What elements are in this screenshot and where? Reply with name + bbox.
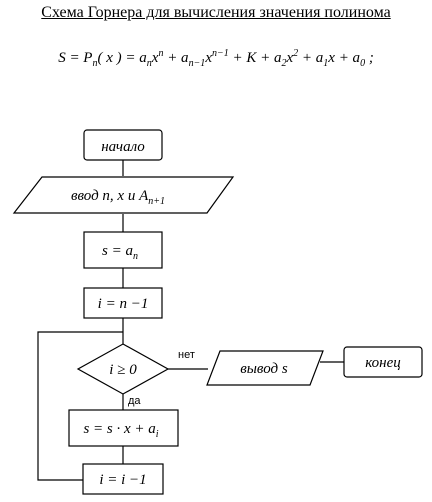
start-terminal bbox=[83, 129, 163, 161]
assign-s-label: s = an bbox=[102, 243, 138, 262]
flow-connectors bbox=[37, 160, 344, 481]
loop-back-connector bbox=[37, 331, 123, 481]
no-branch-label: нет bbox=[178, 349, 195, 361]
input-label: ввод n, x и An+1 bbox=[71, 188, 165, 207]
horner-formula: S = Pn( x ) = anxn + an−1xn−1 + K + a2x2… bbox=[58, 48, 374, 69]
output-label: вывод s bbox=[240, 361, 288, 377]
output-parallelogram bbox=[206, 350, 324, 386]
decrement-i-box bbox=[82, 463, 164, 495]
page-title: Схема Горнера для вычисления значения по… bbox=[41, 4, 391, 21]
start-label: начало bbox=[101, 139, 145, 155]
input-parallelogram bbox=[12, 176, 235, 214]
init-i-box bbox=[83, 287, 163, 319]
condition-label: i ≥ 0 bbox=[109, 362, 137, 378]
yes-branch-label: да bbox=[128, 395, 141, 407]
end-terminal bbox=[343, 346, 423, 378]
update-s-label: s = s · x + ai bbox=[83, 421, 158, 440]
assign-s-box bbox=[83, 231, 163, 269]
condition-diamond bbox=[76, 343, 170, 395]
init-i-label: i = n −1 bbox=[98, 296, 149, 312]
end-label: конец bbox=[365, 355, 401, 371]
decrement-label: i = i −1 bbox=[99, 472, 146, 488]
update-s-box bbox=[68, 409, 179, 447]
